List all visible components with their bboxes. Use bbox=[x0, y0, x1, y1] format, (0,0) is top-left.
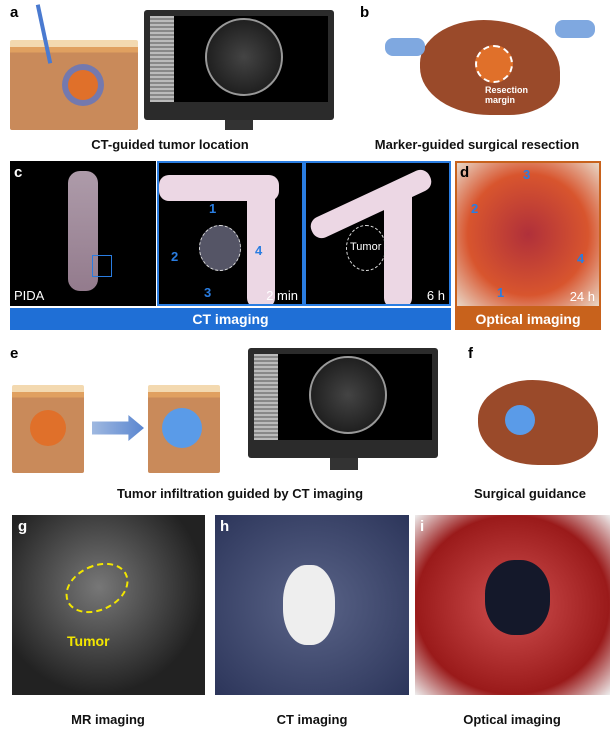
ct-imaging-bar: CT imaging bbox=[10, 308, 451, 330]
marker-1: 1 bbox=[497, 285, 505, 300]
panel-f-label: f bbox=[468, 345, 473, 362]
glove-left bbox=[385, 38, 425, 56]
panel-b-caption: Marker-guided surgical resection bbox=[374, 137, 580, 152]
panel-h-ct bbox=[215, 515, 409, 695]
skeleton-image bbox=[68, 171, 98, 291]
glove-right bbox=[555, 20, 595, 38]
panel-a-label: a bbox=[10, 4, 19, 21]
marker-2: 2 bbox=[171, 249, 179, 264]
panel-g-mr: Tumor bbox=[12, 515, 205, 695]
panel-c-6h: Tumor 6 h bbox=[304, 161, 451, 306]
tumor-marker bbox=[505, 405, 535, 435]
bone bbox=[247, 178, 275, 304]
tumor-label: Tumor bbox=[350, 241, 382, 253]
marker-2: 2 bbox=[471, 201, 479, 216]
panel-a-caption: CT-guided tumor location bbox=[91, 137, 249, 152]
infiltrated-tumor bbox=[162, 408, 202, 448]
panel-d-label: d bbox=[460, 164, 470, 181]
time-label: 2 min bbox=[266, 288, 298, 303]
panel-c-label: c bbox=[14, 164, 23, 181]
tumor-outline bbox=[199, 225, 241, 271]
panel-c-2min: 1 2 3 4 2 min bbox=[157, 161, 304, 306]
agent-label: PIDA bbox=[14, 288, 45, 303]
tumor-illustration bbox=[475, 45, 513, 83]
panel-c-skeleton: PIDA bbox=[10, 161, 156, 306]
tumor-outline bbox=[57, 553, 137, 623]
panel-e-caption: Tumor infiltration guided by CT imaging bbox=[116, 486, 364, 501]
time-label: 24 h bbox=[569, 289, 595, 304]
ct-monitor bbox=[144, 10, 334, 120]
panel-b-label: b bbox=[360, 4, 370, 21]
ct-monitor bbox=[248, 348, 438, 458]
liver-illustration bbox=[478, 380, 598, 465]
zoom-box bbox=[92, 255, 112, 277]
tumor-outline bbox=[346, 225, 386, 271]
panel-f-caption: Surgical guidance bbox=[474, 486, 586, 501]
panel-d-optical: 2 3 4 1 24 h bbox=[455, 161, 601, 308]
panel-i-optical bbox=[415, 515, 610, 695]
panel-h-label: h bbox=[220, 518, 230, 535]
tumor-illustration bbox=[30, 410, 66, 446]
monitor-stand bbox=[330, 458, 358, 470]
panel-h-caption: CT imaging bbox=[276, 712, 348, 727]
marker-1: 1 bbox=[209, 201, 217, 216]
panel-e-label: e bbox=[10, 345, 19, 362]
monitor-stand bbox=[225, 120, 253, 130]
resection-margin-label: Resection margin bbox=[485, 85, 529, 105]
optical-imaging-bar: Optical imaging bbox=[455, 308, 601, 330]
tumor-label: Tumor bbox=[67, 633, 110, 649]
bone bbox=[384, 183, 412, 304]
panel-i-label: i bbox=[420, 518, 425, 535]
marker-3: 3 bbox=[204, 285, 212, 300]
marker-4: 4 bbox=[255, 243, 263, 258]
tumor-specimen bbox=[283, 565, 335, 645]
time-label: 6 h bbox=[426, 288, 445, 303]
marker-4: 4 bbox=[577, 251, 585, 266]
panel-i-caption: Optical imaging bbox=[463, 712, 561, 727]
tumor-illustration bbox=[68, 70, 98, 100]
panel-g-label: g bbox=[18, 518, 28, 535]
stained-tumor bbox=[485, 560, 550, 635]
arrow-right-icon bbox=[92, 415, 144, 441]
panel-g-caption: MR imaging bbox=[71, 712, 145, 727]
marker-3: 3 bbox=[523, 167, 531, 182]
